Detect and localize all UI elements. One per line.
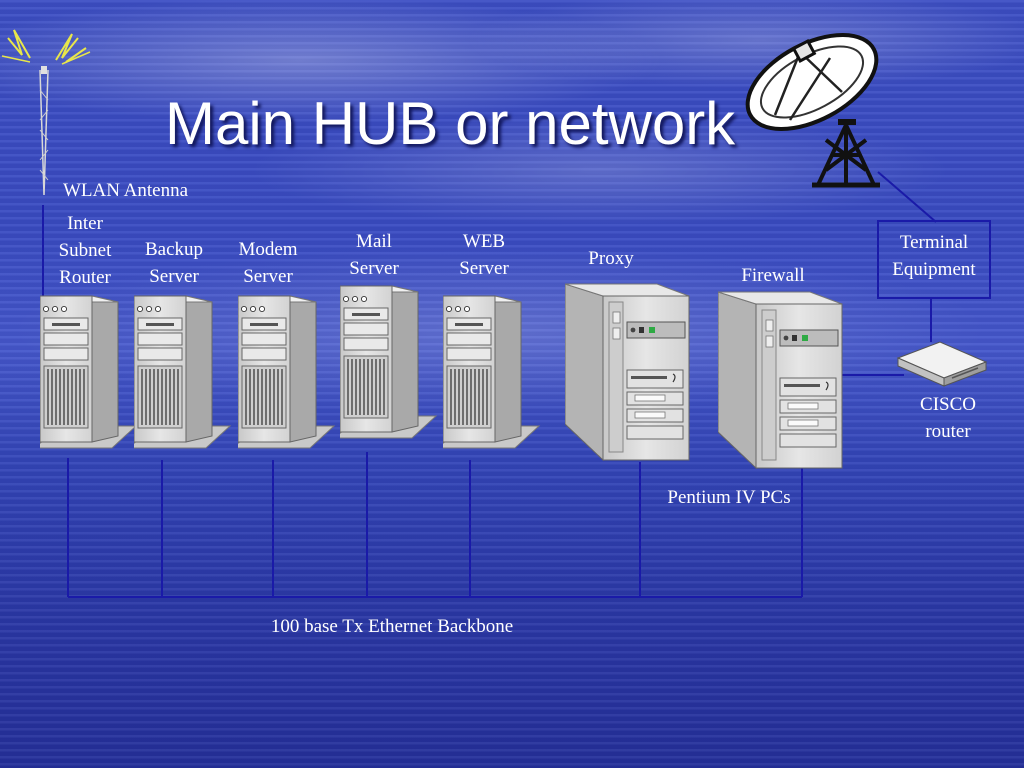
- mail-server-label: Mail Server: [349, 231, 399, 279]
- pentium-pcs-label: Pentium IV PCs: [667, 487, 791, 508]
- terminal-equipment-box: [877, 220, 991, 299]
- web-server-label: WEB Server: [459, 231, 509, 279]
- page-title: Main HUB or network: [165, 90, 736, 157]
- modem-server-icon: [238, 295, 335, 449]
- backbone-label: 100 base Tx Ethernet Backbone: [270, 616, 514, 637]
- cisco-router-icon: [896, 341, 988, 387]
- modem-server-label: Modem Server: [238, 239, 298, 287]
- mail-server-icon: [340, 285, 437, 439]
- proxy-label: Proxy: [588, 248, 634, 269]
- terminal-equipment-label: Terminal Equipment: [892, 232, 976, 280]
- web-server-icon: [443, 295, 540, 449]
- wlan-antenna-icon: [1, 29, 91, 196]
- backup-server-label: Backup Server: [144, 239, 204, 287]
- satellite-dish-icon: [745, 33, 880, 188]
- ethernet-backbone-wires: [42, 171, 937, 598]
- wire-dish-terminal: [877, 171, 937, 223]
- cisco-router-label: CISCO router: [920, 394, 976, 442]
- inter-subnet-router-server-icon: [40, 295, 137, 449]
- wlan-antenna-label: WLAN Antenna: [63, 180, 189, 201]
- inter-subnet-router-label: Inter Subnet Router: [58, 213, 112, 288]
- backup-server-icon: [134, 295, 231, 449]
- firewall-label: Firewall: [741, 265, 805, 286]
- proxy-pc-icon: [565, 283, 690, 461]
- firewall-pc-icon: [718, 291, 843, 469]
